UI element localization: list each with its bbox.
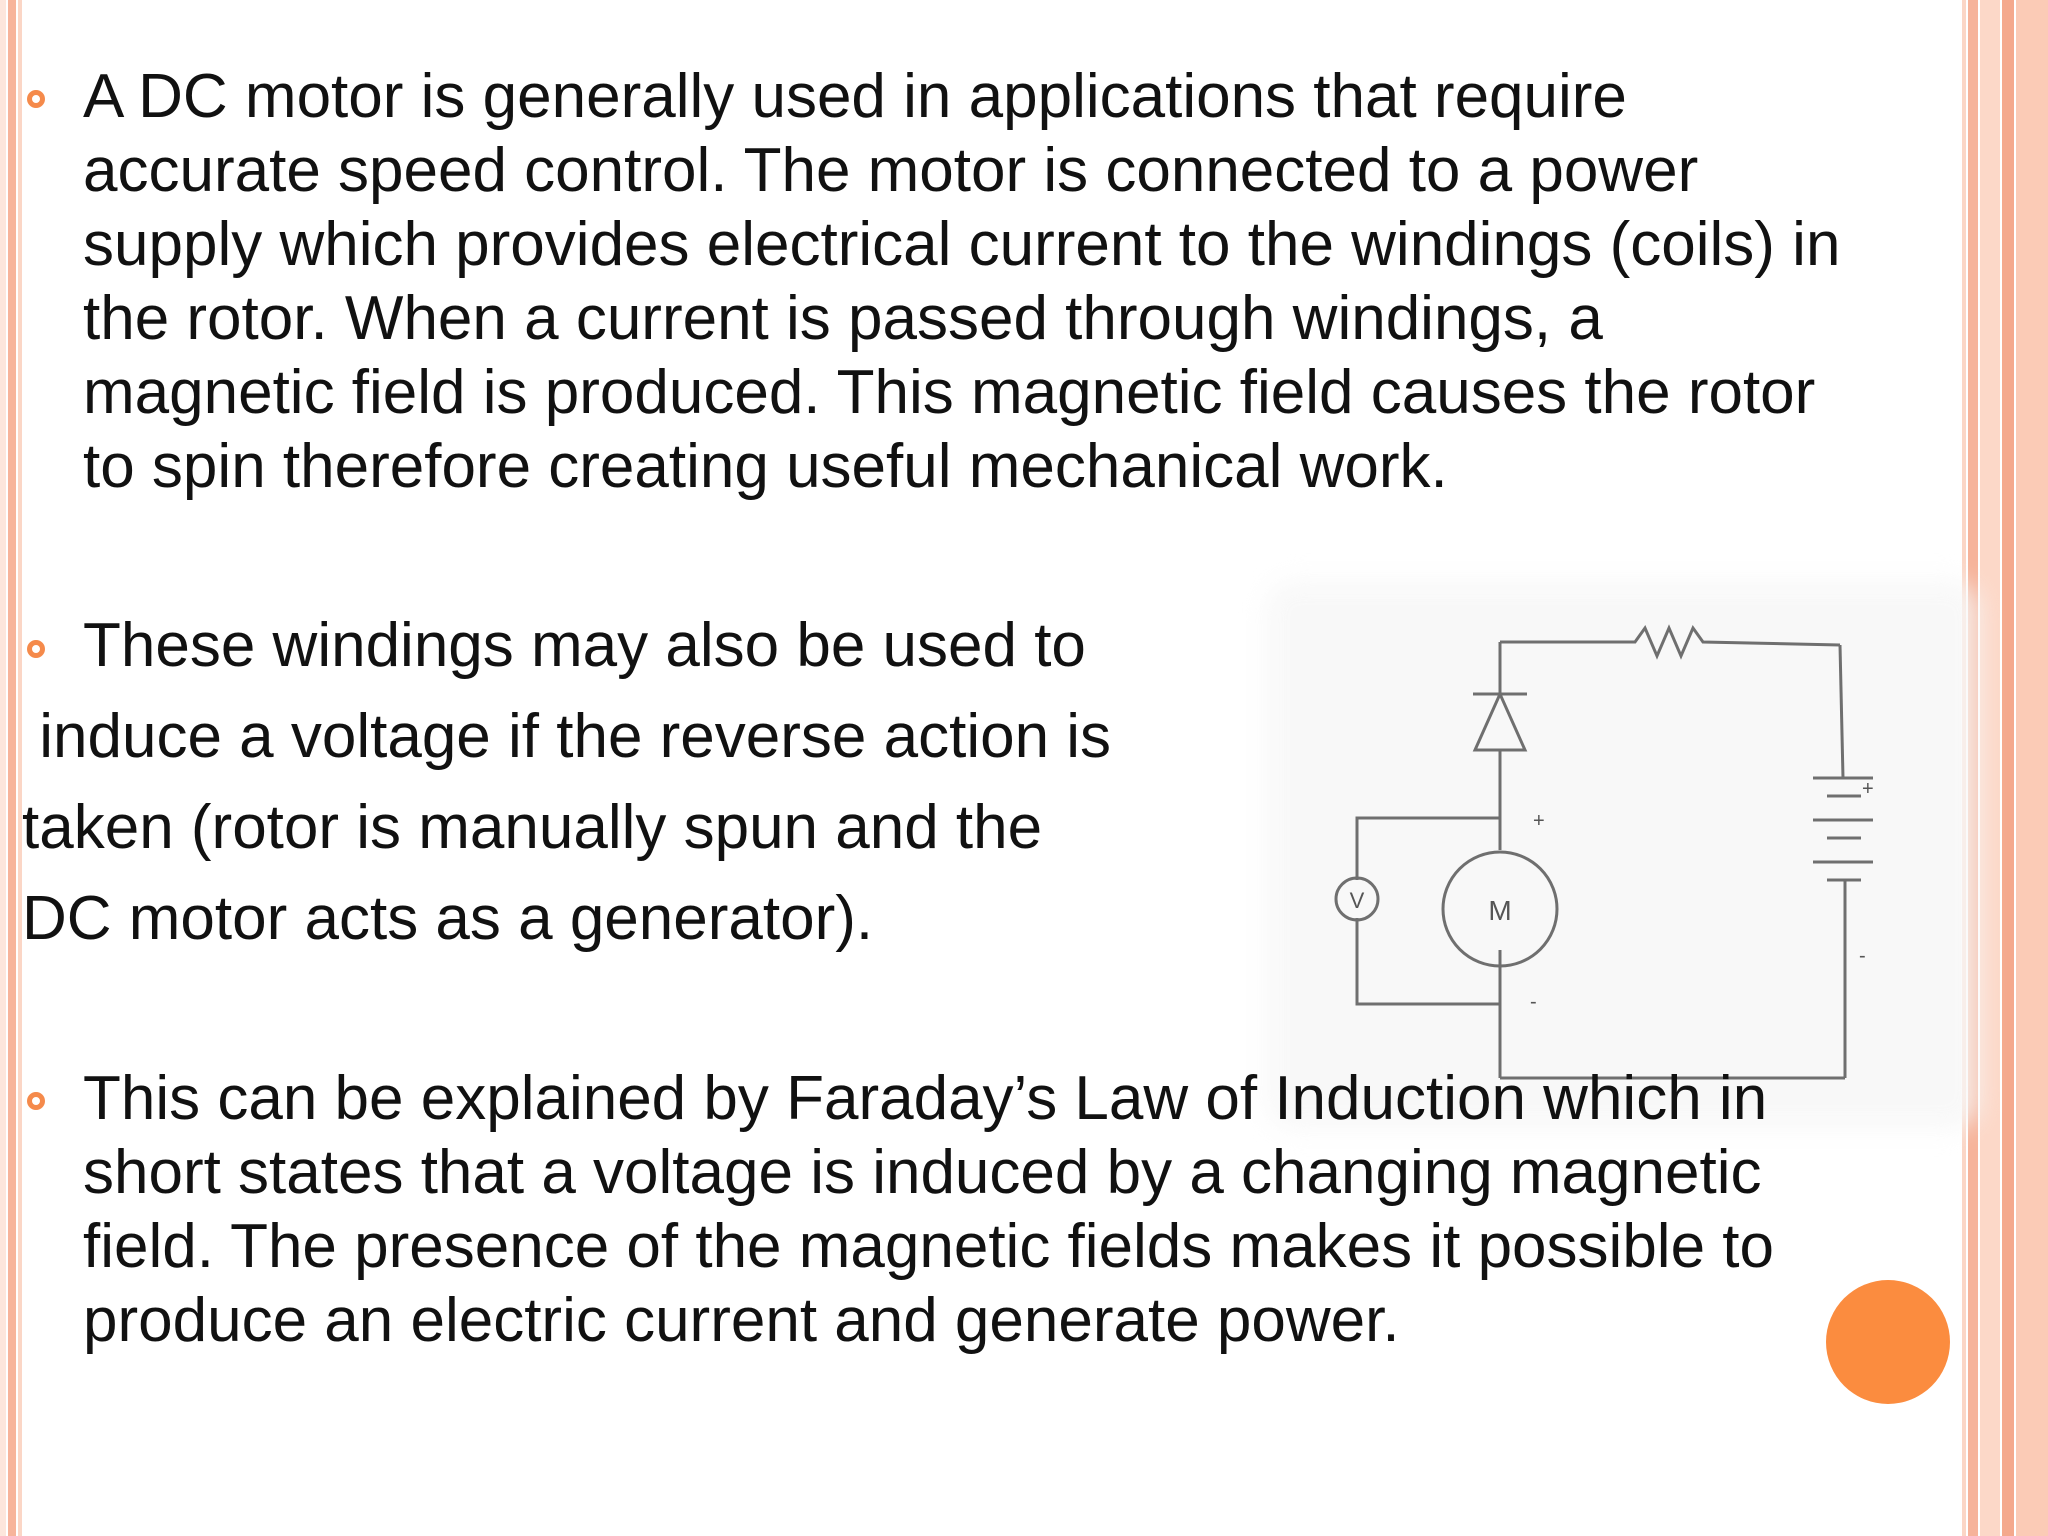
right-stripe-d [2016,0,2048,1536]
bullet-1-line: A DC motor is generally used in applicat… [83,62,1627,131]
bullet-1-line: magnetic field is produced. This magneti… [83,358,1816,427]
bullet-marker-icon [27,1092,45,1110]
voltmeter-icon [1334,876,1380,922]
motor-label: M [1488,895,1511,926]
bullet-1-line: supply which provides electrical current… [83,210,1841,279]
bullet-marker-icon [27,90,45,108]
circuit-svg: V M + - + - [1334,624,1874,1080]
battery-minus-sign: - [1859,945,1866,967]
left-stripe-inner [8,0,16,1536]
bullet-1-text: A DC motor is generally used in applicat… [83,60,1840,504]
right-stripe-c [2002,0,2014,1536]
left-stripe-edge [18,0,22,1536]
bullet-2-line: taken (rotor is manually spun and the [22,793,1043,862]
circuit-diagram: V M + - + - [1265,580,1980,1130]
bullet-marker-icon [27,640,45,658]
bullet-2-line: These windings may also be used to [83,611,1086,680]
bullet-2-line: induce a voltage if the reverse action i… [22,702,1112,771]
voltmeter-label: V [1350,888,1365,913]
bullet-3-line: field. The presence of the magnetic fiel… [83,1212,1774,1281]
bullet-1-line: accurate speed control. The motor is con… [83,136,1699,205]
bullet-3-line: This can be explained by Faraday’s Law o… [83,1064,1768,1133]
decorative-circle [1826,1280,1950,1404]
resistor-icon [1500,624,1841,660]
right-stripe-b [1980,0,2000,1536]
bullet-3-text: This can be explained by Faraday’s Law o… [83,1062,1774,1358]
bullet-2-line: DC motor acts as a generator). [22,884,874,953]
bullet-3-line: short states that a voltage is induced b… [83,1138,1762,1207]
motor-icon [1441,850,1559,968]
bullet-1-line: to spin therefore creating useful mechan… [83,432,1448,501]
bullet-1-line: the rotor. When a current is passed thro… [83,284,1603,353]
motor-minus-sign: - [1530,991,1537,1013]
motor-plus-sign: + [1533,810,1545,832]
battery-plus-sign: + [1862,778,1874,800]
bullet-3-line: produce an electric current and generate… [83,1286,1400,1355]
left-stripe-outer [0,0,6,1536]
